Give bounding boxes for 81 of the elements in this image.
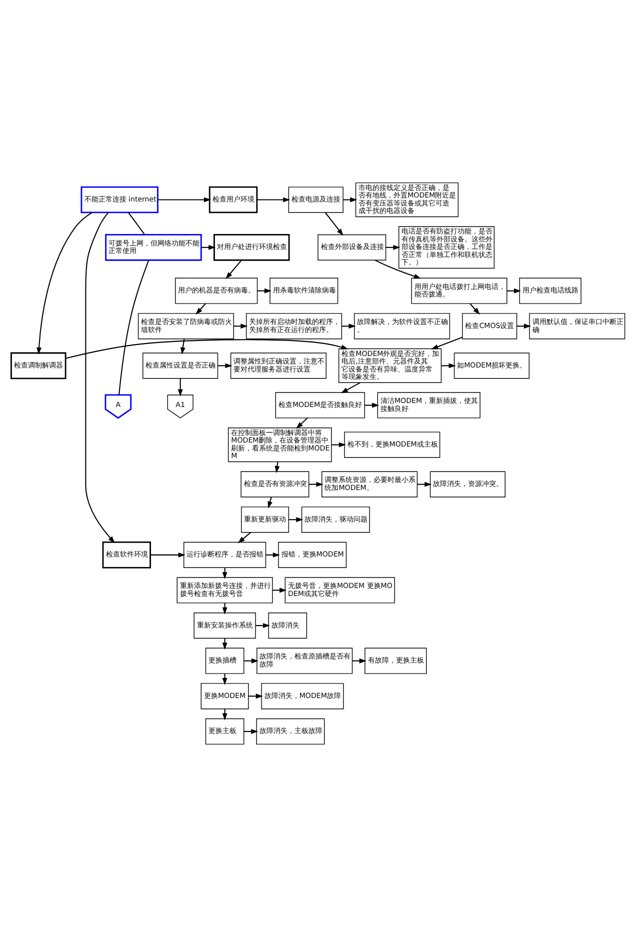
node-box: 用户的机器是否有病毒。	[175, 277, 258, 304]
node-box: 检查MODEM是否接触良好	[275, 392, 365, 418]
arrow	[340, 382, 360, 393]
arrow	[85, 212, 115, 543]
arrow	[374, 259, 422, 278]
node-box: 检查MODEM外观是否完好，加电后,注意部件、元器件及其它设备是否有异味、温度异常等现象发生。	[338, 348, 442, 382]
arrow	[324, 212, 344, 236]
arrow	[226, 259, 242, 279]
arrow	[470, 302, 480, 314]
node-box: 故障消失，驱动问题	[301, 506, 370, 532]
node-box: 对用户处进行环境检查	[214, 234, 290, 260]
node-box: 不能正常连接 internet	[80, 186, 158, 213]
node-box: 检查是否安装了防病毒或防火墙软件	[138, 312, 234, 339]
node-box: 重新安装操作系统	[194, 612, 256, 638]
arrow	[342, 323, 356, 328]
node-box: 调整属性到正确设置，注意不要对代理服务器进行设置	[230, 352, 326, 378]
node-box: 报错，更换MODEM	[278, 541, 347, 568]
connector	[118, 260, 150, 394]
node-box: 故障消失，主板故障	[256, 718, 325, 744]
node-box: 用用户处电话拨打上网电话，能否拨通。	[411, 277, 508, 304]
arrow	[222, 673, 228, 685]
arrow	[244, 728, 258, 734]
arrow	[248, 693, 263, 698]
arrow	[343, 196, 358, 202]
node-box: 调用默认值，保证串口中断正确	[529, 312, 626, 339]
arrow	[66, 338, 348, 358]
node-box: 检查是否有资源冲突	[240, 470, 310, 497]
node-box: 无拨号音，更换MODEM 更换MODEM或其它硬件	[284, 576, 395, 603]
node-box: 在控制面板一调制解调器中将MODEM删除，在设备管理器中刷新，看系统是否能检到MODEM	[228, 426, 332, 462]
node-box: 电话是否有防盗打功能，是否有传真机等外部设备。这些外部设备连接是否正确，工作是否正常（单独工作和联机状态下。）	[398, 226, 495, 268]
arrow	[272, 587, 287, 592]
arrow	[256, 622, 270, 628]
arrow	[296, 417, 308, 428]
arrow	[364, 402, 380, 408]
node-box: 故障消失，检查原插槽是否有故障	[256, 647, 353, 674]
node-box: 更换主板	[205, 718, 244, 744]
node-box: 更换MODEM	[200, 682, 249, 709]
arrow	[222, 602, 228, 614]
arrow	[222, 708, 228, 720]
node-box: 用杀毒软件清除病毒	[270, 277, 338, 304]
arrow	[516, 323, 531, 328]
arrow	[180, 338, 186, 354]
node-box: 有故障，更换主板	[364, 647, 427, 674]
node-box: 检查CMOS设置	[462, 312, 518, 339]
arrow	[196, 302, 206, 314]
node-box: 故障解决，为软件设置不正确。	[354, 312, 450, 339]
arrow	[234, 323, 248, 328]
arrow	[257, 196, 290, 202]
node-box: 故障消失	[268, 612, 308, 638]
node-box: 检不到，更换MODEM或主板	[344, 431, 440, 458]
arrow	[238, 531, 252, 543]
arrow	[431, 336, 463, 349]
node-box: 更换插槽	[205, 647, 244, 674]
node-box: 清洁MODEM，重新插拔，使其接触良好	[377, 392, 480, 418]
node-box: 检查调制解调器	[10, 352, 66, 379]
arrow	[150, 552, 186, 557]
node-box: 运行诊断程序，是否报错	[183, 541, 266, 568]
arrow	[36, 212, 92, 354]
node-box: 故障消失，MODEM故障	[261, 682, 344, 709]
node-box: 重新更新驱动	[241, 506, 290, 532]
node-box: 如MODEM损坏更换。	[454, 352, 530, 378]
arrow	[268, 496, 272, 508]
node-box: 可拨号上网，但网络功能不能正常使用	[105, 234, 202, 260]
node-box: 重新添加新拨号连接，并进行拨号检查有无拨号音	[176, 576, 273, 603]
arrow	[178, 378, 183, 396]
node-box: 市电的接线定义是否正确，是否有地线，外置MODEM附近是否有变压器等设备或其它可造成干扰的电器设备	[355, 182, 459, 217]
node-box: 检查软件环境	[102, 541, 151, 568]
arrow	[332, 442, 346, 447]
connector	[128, 212, 145, 234]
node-box: 检查电源及连接	[288, 186, 344, 212]
node-box: 故障消失，资源冲突。	[430, 470, 506, 497]
node-box: 检查属性设置是否正确	[142, 352, 218, 378]
node-box: 调整系统资源，必要时最小系统加MODEM。	[322, 470, 418, 497]
node-box: 关掉所有启动时加载的程序，关掉所有正在运行的程序。	[246, 312, 342, 339]
node-box: 检查外部设备及连接	[318, 234, 386, 260]
arrow	[201, 244, 216, 250]
arrow	[244, 658, 258, 663]
node-box: 检查用户环境	[208, 186, 258, 213]
arrow	[222, 567, 228, 579]
node-box: 用户检查电话线路	[519, 277, 582, 304]
arrow	[158, 196, 211, 202]
